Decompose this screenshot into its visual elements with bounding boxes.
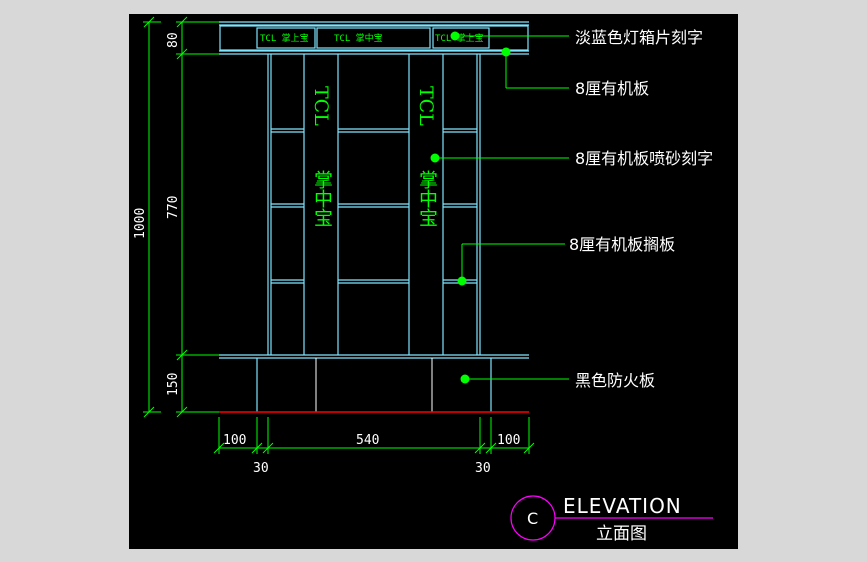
elevation-drawing: TCL 掌上宝 TCL 掌中宝 TCL 掌上宝 TCL 掌中宝 TCL 掌中宝 … xyxy=(133,16,713,544)
right-brand-text: 掌中宝 xyxy=(416,170,438,227)
annotation-fireboard: 黑色防火板 xyxy=(575,371,655,390)
left-tcl-text: TCL xyxy=(310,86,332,126)
elevation-subtitle: 立面图 xyxy=(596,524,647,544)
annotation-sandblast: 8厘有机板喷砂刻字 xyxy=(575,149,713,168)
sign-left-text: TCL 掌上宝 xyxy=(260,32,309,44)
dim-bottom-height: 150 xyxy=(166,373,181,396)
annotation-shelf: 8厘有机板搁板 xyxy=(569,235,675,254)
dim-left-gap: 30 xyxy=(253,461,269,476)
dim-top-height: 80 xyxy=(166,32,181,48)
elevation-title: ELEVATION xyxy=(563,494,682,518)
sign-right-text: TCL 掌上宝 xyxy=(435,32,484,44)
dim-center-width: 540 xyxy=(356,433,379,448)
annotation-acrylic: 8厘有机板 xyxy=(575,79,649,98)
cabinet-outline xyxy=(219,21,529,412)
horizontal-dimension-lines xyxy=(213,417,535,454)
section-marker-letter: C xyxy=(527,509,538,528)
base-panels xyxy=(315,358,433,412)
dim-middle-height: 770 xyxy=(166,196,181,219)
left-brand-text: 掌中宝 xyxy=(311,170,333,227)
dim-total-height: 1000 xyxy=(133,208,148,239)
leader-lines xyxy=(430,31,569,384)
right-tcl-text: TCL xyxy=(415,86,437,126)
sign-center-text: TCL 掌中宝 xyxy=(334,32,383,44)
dim-right-gap: 30 xyxy=(475,461,491,476)
dim-right-width: 100 xyxy=(497,433,520,448)
vertical-dimension-lines xyxy=(143,16,219,418)
drawing-canvas: TCL 掌上宝 TCL 掌中宝 TCL 掌上宝 TCL 掌中宝 TCL 掌中宝 … xyxy=(129,14,738,549)
annotation-lightbox: 淡蓝色灯箱片刻字 xyxy=(575,28,703,47)
dim-left-width: 100 xyxy=(223,433,246,448)
